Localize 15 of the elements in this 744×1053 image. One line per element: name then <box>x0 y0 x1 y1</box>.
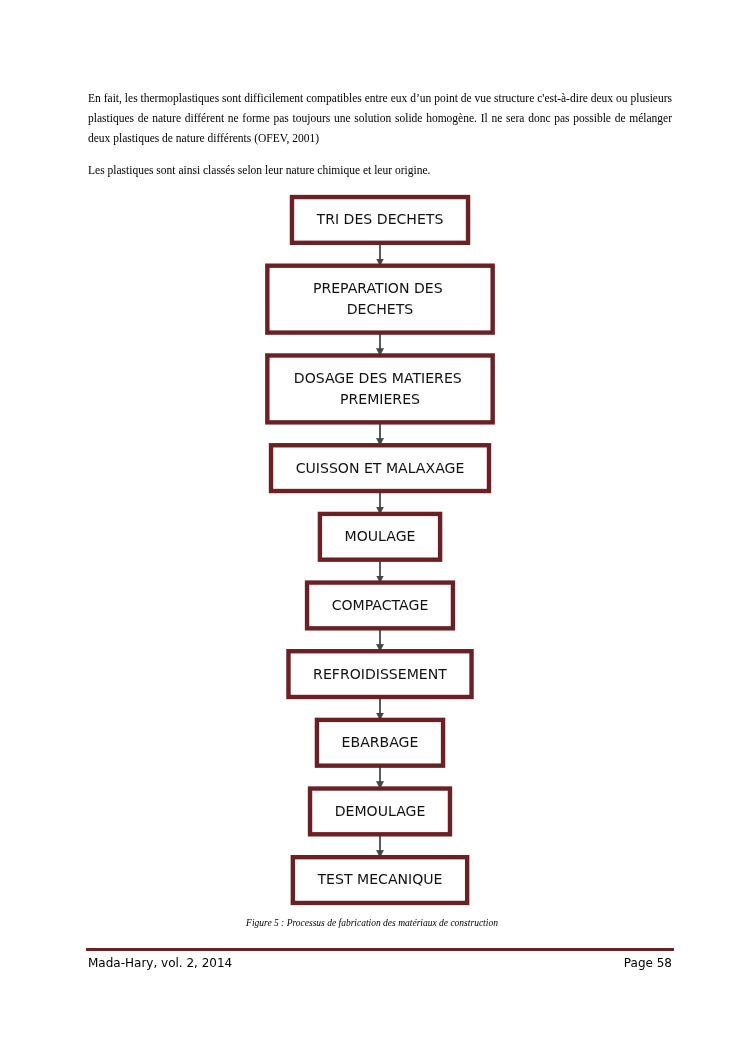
node-box: TEST MECANIQUE <box>290 855 470 906</box>
paragraph: En fait, les thermoplastiques sont difficilement compatibles entre eux d’un point de vue structure c'est-à-dire deux ou plusieurs plastiques de nature différent ne forme pas toujours une solution solide homogène. Il ne sera donc pas possible de mélanger deux plastiques de nature différents (OFEV, 2001) <box>88 91 672 147</box>
node-box: TRI DES DECHETS <box>289 194 471 245</box>
node-box: DOSAGE DES MATIERES PREMIERES <box>265 353 495 425</box>
node-box: DEMOULAGE <box>307 786 453 837</box>
figure-caption: Figure 5 : Processus de fabrication des matériaux de construction <box>245 918 499 928</box>
node-box: PREPARATION DES DECHETS <box>265 263 495 335</box>
node-box: CUISSON ET MALAXAGE <box>268 443 492 494</box>
node-box: MOULAGE <box>317 511 443 562</box>
paragraph: Les plastiques sont ainsi classés selon leur nature chimique et leur origine. <box>88 163 432 179</box>
page-number: Page 58 <box>623 956 672 970</box>
node-box: REFROIDISSEMENT <box>286 649 474 700</box>
footer-text: Mada-Hary, vol. 2, 2014 <box>88 956 233 970</box>
node-box: COMPACTAGE <box>304 580 456 631</box>
node-box: EBARBAGE <box>314 717 446 768</box>
